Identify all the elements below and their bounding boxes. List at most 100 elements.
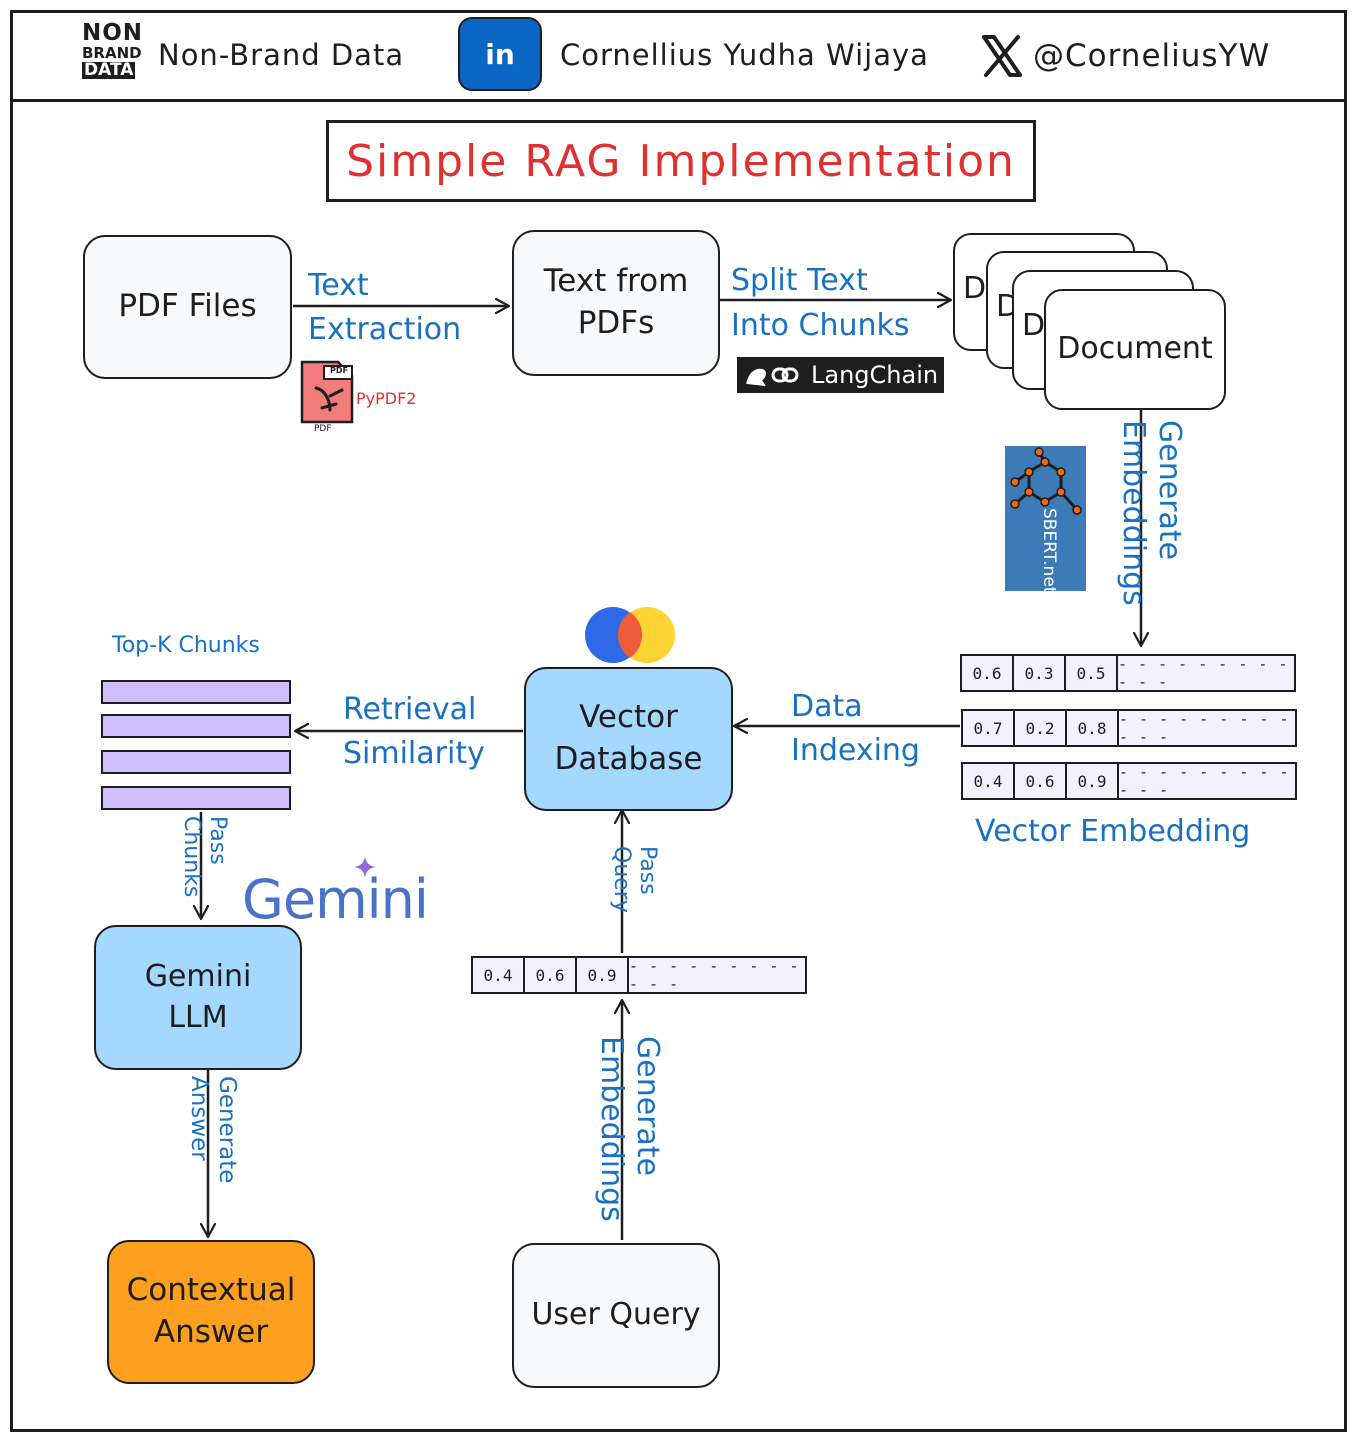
data-indexing-line1: Data xyxy=(791,689,863,724)
query-embeddings-line2: Embeddings xyxy=(594,1036,629,1222)
langchain-parrot-icon xyxy=(746,367,799,387)
split-text-line2: Into Chunks xyxy=(731,308,910,343)
chunk-bar-2 xyxy=(101,714,291,738)
generate-answer-label: Generate Answer xyxy=(185,1076,240,1183)
query-generate-embeddings-label: Generate Embeddings xyxy=(593,1036,665,1222)
linkedin-badge-text: in xyxy=(485,37,515,71)
document-node[interactable]: Document xyxy=(1044,289,1226,410)
pdf-small-caption: PDF xyxy=(314,424,332,434)
split-text-label: Split Text Into Chunks xyxy=(731,258,910,348)
query-embedding-row: 0.4 0.6 0.9 - - - - - - - - - - - - xyxy=(471,956,807,994)
gemini-llm-line2: LLM xyxy=(168,999,228,1035)
vector-cell: 0.6 xyxy=(1015,764,1067,798)
text-extraction-line2: Extraction xyxy=(308,311,462,347)
vector-cell: 0.9 xyxy=(1067,764,1119,798)
generate-embeddings-line1: Generate xyxy=(1152,420,1187,561)
vector-embedding-row-3: 0.4 0.6 0.9 - - - - - - - - - - - - xyxy=(961,762,1297,800)
x-logo-icon[interactable] xyxy=(980,33,1024,79)
contextual-answer-node[interactable]: Contextual Answer xyxy=(107,1240,315,1384)
vector-db-line1: Vector xyxy=(579,699,678,736)
vector-cell: 0.4 xyxy=(963,764,1015,798)
logo-line1: NON xyxy=(82,20,144,46)
pdf-files-label: PDF Files xyxy=(118,288,257,325)
split-text-line1: Split Text xyxy=(731,263,868,298)
retrieval-similarity-label: Retrieval Similarity xyxy=(343,688,485,775)
vector-cell: 0.2 xyxy=(1015,711,1067,745)
chunk-bar-3 xyxy=(101,750,291,774)
query-vector-cell: 0.4 xyxy=(473,958,525,992)
pdf-file-tag: PDF xyxy=(330,366,348,375)
contextual-answer-line2: Answer xyxy=(153,1314,269,1350)
logo-line2: BRAND xyxy=(82,44,142,62)
vector-db-line2: Database xyxy=(554,741,703,777)
chunk-bar-4 xyxy=(101,786,291,810)
query-vector-cell: 0.9 xyxy=(577,958,629,992)
pass-query-line1: Pass xyxy=(635,846,660,895)
title-box: Simple RAG Implementation xyxy=(326,120,1036,202)
diagram-frame xyxy=(10,10,1347,1432)
vector-database-node[interactable]: Vector Database xyxy=(524,667,733,811)
linkedin-icon[interactable]: in xyxy=(458,17,542,91)
contextual-answer-line1: Contextual xyxy=(126,1272,296,1309)
generate-embeddings-line2: Embeddings xyxy=(1116,420,1151,606)
vector-cell: 0.3 xyxy=(1014,656,1066,690)
vector-cell: 0.5 xyxy=(1066,656,1118,690)
author-name: Cornellius Yudha Wijaya xyxy=(560,38,929,72)
query-vector-cell: 0.6 xyxy=(525,958,577,992)
gemini-llm-node[interactable]: Gemini LLM xyxy=(94,925,302,1070)
gemini-logo: Gemini xyxy=(242,856,429,931)
sbert-molecule-icon xyxy=(1010,447,1082,515)
gemini-llm-line1: Gemini xyxy=(144,959,252,994)
brand-name: Non-Brand Data xyxy=(158,38,405,72)
document-stub-3: D xyxy=(1022,308,1046,343)
generate-answer-line2: Answer xyxy=(186,1076,213,1161)
retrieval-line2: Similarity xyxy=(343,735,485,771)
pass-query-line2: Query xyxy=(608,846,634,913)
header-divider xyxy=(10,99,1347,102)
text-from-pdfs-line2: PDFs xyxy=(577,305,655,341)
vector-cell-rest: - - - - - - - - - - - - xyxy=(1118,656,1289,690)
vector-cell-rest: - - - - - - - - - - - - xyxy=(1119,711,1290,745)
document-label: Document xyxy=(1057,331,1213,367)
pypdf2-text: PyPDF2 xyxy=(356,389,417,408)
user-query-node[interactable]: User Query xyxy=(512,1243,720,1388)
vector-cell-rest: - - - - - - - - - - - - xyxy=(1119,764,1290,798)
langchain-logo: LangChain xyxy=(737,357,944,393)
query-vector-cell-rest: - - - - - - - - - - - - xyxy=(629,958,800,992)
vector-cell: 0.7 xyxy=(963,711,1015,745)
pass-chunks-label: Pass Chunks xyxy=(177,816,230,897)
logo-line3: DATA xyxy=(82,60,136,80)
pass-query-label: Pass Query xyxy=(607,846,660,913)
user-query-label: User Query xyxy=(531,1297,701,1333)
pass-chunks-line1: Pass xyxy=(205,816,230,865)
pass-chunks-line2: Chunks xyxy=(178,816,204,898)
vector-embedding-caption: Vector Embedding xyxy=(975,814,1251,849)
vector-cell: 0.6 xyxy=(962,656,1014,690)
top-k-chunks-caption: Top-K Chunks xyxy=(112,633,260,658)
vector-db-logo-icon xyxy=(585,607,675,663)
data-indexing-label: Data Indexing xyxy=(791,685,920,772)
vector-cell: 0.8 xyxy=(1067,711,1119,745)
vector-embedding-row-1: 0.6 0.3 0.5 - - - - - - - - - - - - xyxy=(960,654,1296,692)
langchain-text: LangChain xyxy=(811,361,939,389)
text-extraction-label: Text Extraction xyxy=(308,264,461,351)
sbert-logo: SBERT.net xyxy=(1005,446,1086,594)
generate-answer-line1: Generate xyxy=(214,1076,240,1184)
generate-embeddings-label: Generate Embeddings xyxy=(1115,420,1187,606)
x-handle: @CorneliusYW xyxy=(1033,38,1271,74)
pdf-file-icon xyxy=(300,360,354,424)
page-title: Simple RAG Implementation xyxy=(346,135,1016,187)
gemini-logo-text: Gemini xyxy=(242,868,429,931)
text-extraction-line1: Text xyxy=(308,268,369,303)
sbert-text: SBERT.net xyxy=(1039,508,1059,594)
chunk-bar-1 xyxy=(101,680,291,704)
query-embeddings-line1: Generate xyxy=(630,1036,665,1177)
pdf-files-node[interactable]: PDF Files xyxy=(83,235,292,379)
vector-embedding-row-2: 0.7 0.2 0.8 - - - - - - - - - - - - xyxy=(961,709,1297,747)
retrieval-line1: Retrieval xyxy=(343,692,477,727)
data-indexing-line2: Indexing xyxy=(791,732,920,768)
text-from-pdfs-node[interactable]: Text from PDFs xyxy=(512,230,720,376)
text-from-pdfs-line1: Text from xyxy=(543,263,689,300)
nonbrand-logo: NON BRAND DATA xyxy=(82,22,146,79)
